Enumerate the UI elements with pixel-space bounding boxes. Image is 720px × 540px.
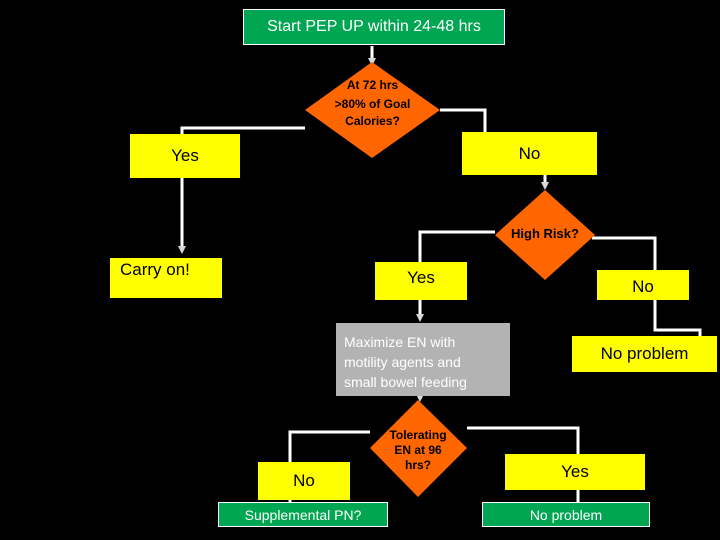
decision-96hrs-label: Tolerating EN at 96 hrs? — [370, 428, 466, 473]
no-label-72hrs: No — [518, 143, 541, 163]
yes-box-96hrs: Yes — [505, 454, 645, 490]
decision-96hrs-diamond — [370, 400, 467, 497]
decision-highrisk-diamond — [495, 190, 595, 280]
decision-96hrs-line1: Tolerating — [389, 428, 447, 442]
connector-decision72-no — [440, 108, 487, 132]
decision-96hrs-line3: hrs? — [404, 458, 431, 472]
decision-72hrs-line2: >80% of Goal — [334, 97, 411, 111]
yes-label-96hrs: Yes — [561, 462, 589, 481]
decision-96hrs-line2: EN at 96 — [394, 443, 442, 457]
connector-decision72-yes — [180, 126, 305, 134]
no-problem-label-2: No problem — [529, 506, 603, 523]
yes-label-72hrs: Yes — [171, 146, 199, 165]
connector-no-to-noproblem — [653, 300, 702, 336]
maximize-line2: motility agents and — [344, 354, 461, 370]
yes-label-highrisk: Yes — [407, 268, 435, 287]
no-label-highrisk: No — [632, 277, 654, 296]
maximize-line3: small bowel feeding — [344, 374, 467, 390]
connector-decision96-yes — [467, 426, 580, 454]
decision-highrisk-label: High Risk? — [495, 226, 595, 241]
no-problem-box-1: No problem — [572, 336, 717, 372]
supplemental-pn-box: Supplemental PN? — [218, 502, 388, 527]
yes-box-highrisk: Yes — [375, 262, 467, 300]
decision-72hrs-label: At 72 hrs >80% of Goal Calories? — [305, 76, 440, 128]
start-box: Start PEP UP within 24-48 hrs — [243, 9, 505, 45]
no-box-72hrs: No — [462, 132, 597, 175]
no-problem-label-1: No problem — [600, 344, 689, 363]
carry-on-box: Carry on! — [110, 258, 222, 298]
decision-highrisk-text: High Risk? — [511, 226, 579, 241]
no-problem-box-2: No problem — [482, 502, 650, 527]
start-label: Start PEP UP within 24-48 hrs — [267, 18, 481, 35]
decision-72hrs-diamond — [305, 62, 440, 158]
connector-decision96-no — [288, 430, 370, 462]
supplemental-pn-label: Supplemental PN? — [244, 506, 362, 523]
no-box-96hrs: No — [258, 462, 350, 500]
yes-box-72hrs: Yes — [130, 134, 240, 178]
no-label-96hrs: No — [293, 471, 315, 490]
decision-72hrs-line3: Calories? — [345, 114, 400, 128]
connector-highrisk-no — [592, 236, 657, 270]
no-box-highrisk: No — [597, 270, 689, 300]
connector-highrisk-yes — [418, 230, 495, 262]
decision-72hrs-line1: At 72 hrs — [346, 78, 399, 92]
maximize-line1: Maximize EN with — [344, 334, 456, 350]
carry-on-label: Carry on! — [120, 260, 190, 279]
maximize-en-box: Maximize EN with motility agents and sma… — [336, 323, 510, 396]
